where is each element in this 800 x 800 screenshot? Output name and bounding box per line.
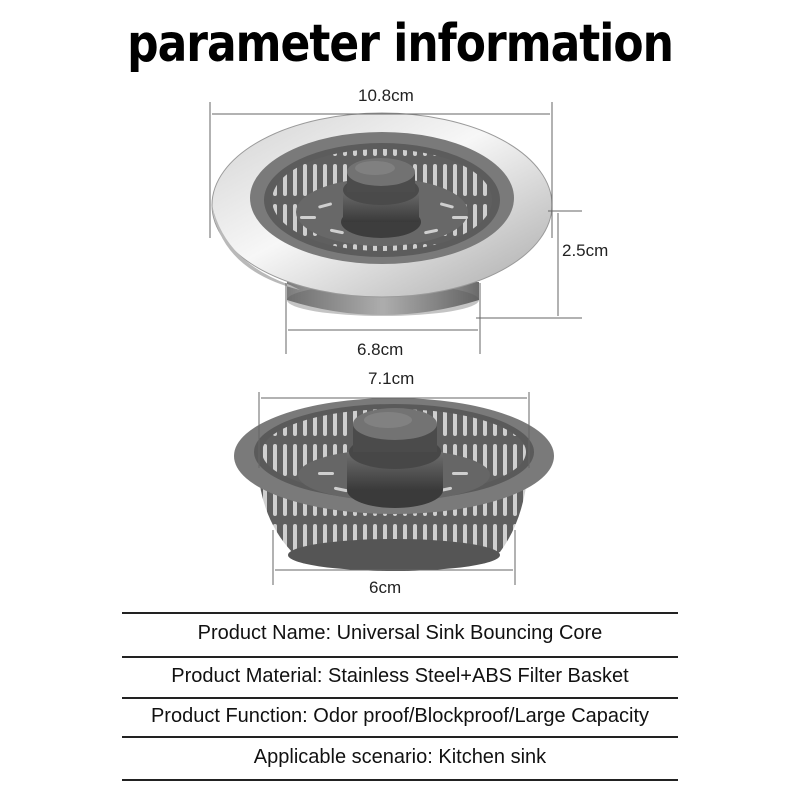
dimension-rim-diameter: 10.8cm <box>358 86 414 105</box>
info-product-name: Product Name: Universal Sink Bouncing Co… <box>197 622 603 644</box>
page-title: parameter information <box>127 14 674 75</box>
info-product-function: Product Function: Odor proof/Blockproof/… <box>150 705 650 727</box>
dimension-lines-bottom <box>258 392 530 585</box>
dimension-height: 2.5cm <box>562 241 609 260</box>
basket-bottom-drawing <box>234 398 554 571</box>
dimension-lines-top <box>209 102 582 354</box>
info-divider <box>122 736 678 738</box>
info-divider <box>122 779 678 781</box>
info-applicable-scenario: Applicable scenario: Kitchen sink <box>253 746 547 768</box>
dimension-basket-bottom-diameter: 6cm <box>369 578 402 597</box>
info-divider <box>122 697 678 699</box>
strainer-top-drawing <box>211 112 553 316</box>
info-divider <box>122 656 678 658</box>
info-divider <box>122 612 678 614</box>
product-illustration <box>209 102 582 585</box>
dimension-base-diameter: 6.8cm <box>357 340 404 359</box>
dimension-basket-top-diameter: 7.1cm <box>368 369 415 388</box>
info-product-material: Product Material: Stainless Steel+ABS Fi… <box>171 665 629 687</box>
